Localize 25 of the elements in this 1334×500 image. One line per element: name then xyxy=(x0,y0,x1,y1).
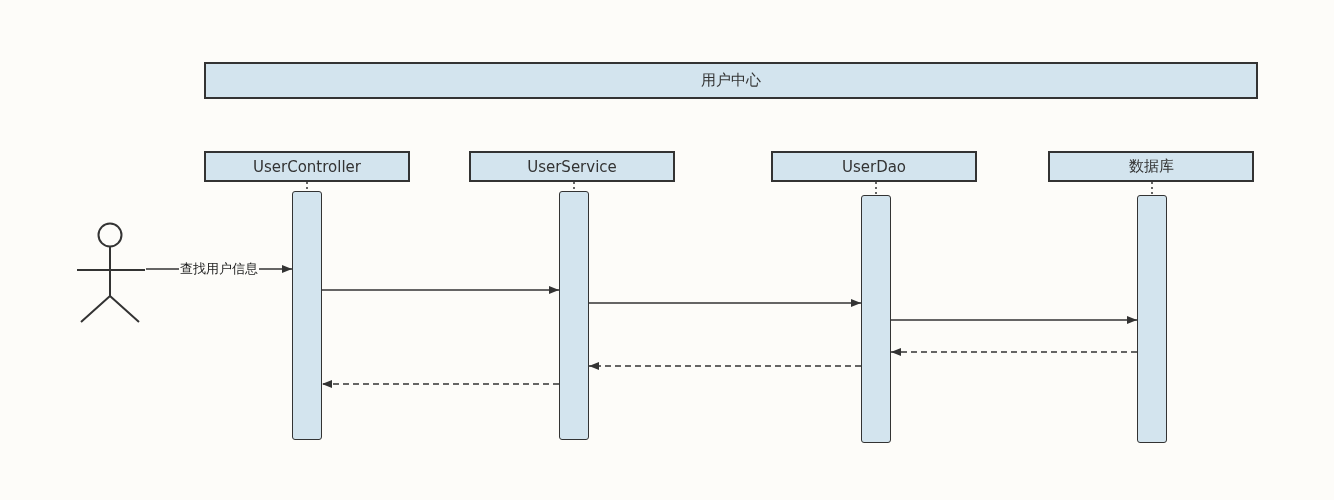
lifeline xyxy=(875,181,877,196)
message-arrow xyxy=(890,316,1138,324)
message-arrow xyxy=(588,299,862,307)
participant-name: UserService xyxy=(527,157,617,176)
lifeline xyxy=(1151,181,1153,196)
lifeline xyxy=(573,181,575,192)
participant-name: UserController xyxy=(253,157,361,176)
activation-bar xyxy=(559,191,589,440)
lifeline xyxy=(306,181,308,192)
participant-name: 用户中心 xyxy=(701,71,761,90)
system-box xyxy=(204,62,1258,99)
edge-label: 查找用户信息 xyxy=(179,260,259,278)
participant-name: UserDao xyxy=(841,157,907,176)
activation-bar xyxy=(1137,195,1167,443)
activation-bar xyxy=(292,191,322,440)
message-arrow xyxy=(321,286,560,294)
return-arrow xyxy=(588,362,862,370)
return-arrow xyxy=(890,348,1138,356)
participant-box xyxy=(469,151,675,182)
return-arrow xyxy=(321,380,560,388)
participant-box xyxy=(1048,151,1254,182)
participant-box xyxy=(204,151,410,182)
activation-bar xyxy=(861,195,891,443)
participant-name: 数据库 xyxy=(1128,157,1174,176)
participant-box xyxy=(771,151,977,182)
